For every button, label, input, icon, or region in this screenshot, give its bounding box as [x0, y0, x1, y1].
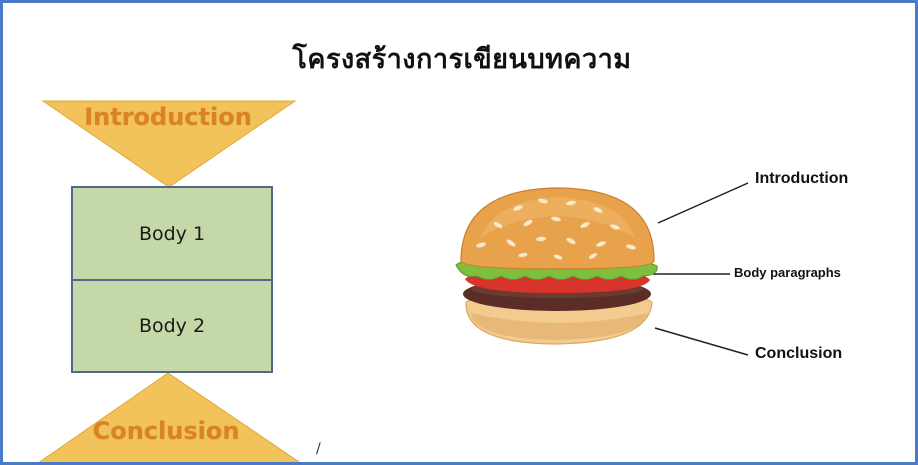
hamburger-illustration — [455, 182, 749, 356]
callout-body-paragraphs: Body paragraphs — [734, 265, 841, 280]
conclusion-label: Conclusion — [92, 417, 240, 445]
callout-introduction: Introduction — [755, 170, 849, 187]
structure-diagram-shapes — [38, 100, 301, 462]
callout-conclusion: Conclusion — [755, 345, 843, 362]
introduction-triangle — [41, 100, 297, 188]
body-1-label: Body 1 — [138, 222, 206, 245]
leader-line-conclusion — [654, 327, 749, 356]
body-2-label: Body 2 — [138, 315, 206, 337]
conclusion-triangle — [38, 372, 301, 462]
slide-title: โครงสร้างการเขียนบทความ — [292, 44, 632, 75]
bottom-bun-shadow — [471, 313, 648, 340]
leader-line-introduction — [657, 182, 749, 224]
stray-mark: / — [316, 441, 321, 457]
body-2-box: Body 2 — [71, 279, 273, 373]
introduction-label: Introduction — [84, 103, 252, 131]
sesame-seeds — [475, 198, 637, 260]
